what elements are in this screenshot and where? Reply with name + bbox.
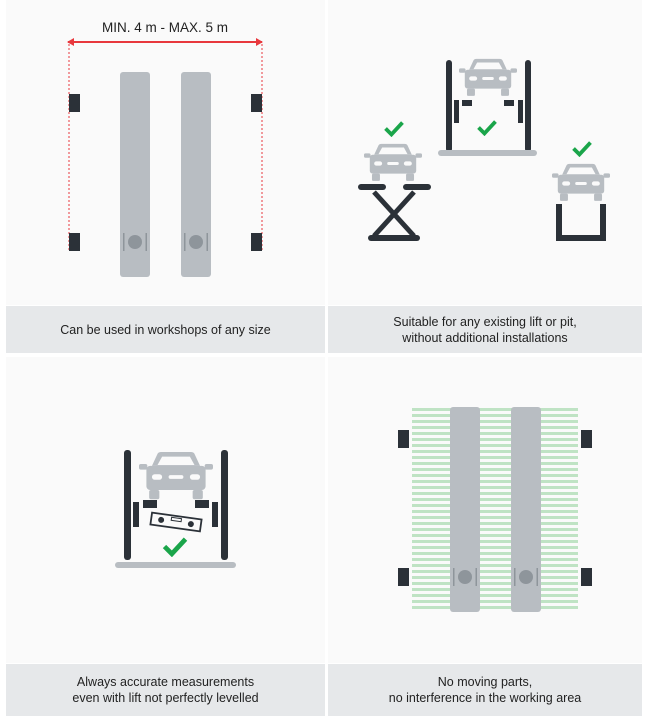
- caption-line: Always accurate measurements: [76, 675, 255, 689]
- working-area-hatch: [412, 405, 578, 612]
- runway-rail-icon: [120, 72, 150, 277]
- caption-line: Suitable for any existing lift or pit,: [393, 314, 577, 329]
- car-icon: [459, 58, 517, 96]
- sensor-block-icon: [69, 94, 80, 112]
- scissor-lift-icon: [358, 184, 386, 190]
- sensor-block-icon: [251, 94, 262, 112]
- sensor-block-icon: [581, 430, 592, 448]
- sensor-block-icon: [581, 568, 592, 586]
- car-icon: [552, 163, 610, 201]
- caption-line: No moving parts,: [437, 675, 533, 689]
- spirit-level-icon: [149, 511, 203, 533]
- sensor-block-icon: [398, 568, 409, 586]
- lift-post-icon: [124, 450, 131, 560]
- check-icon: [165, 539, 186, 554]
- lift-post-icon: [221, 450, 228, 560]
- panel-levelling: [6, 357, 325, 663]
- working-area-diagram: [398, 405, 592, 612]
- lift-post-icon: [446, 60, 452, 152]
- check-icon: [383, 120, 405, 137]
- car-icon: [364, 143, 422, 181]
- caption-line: even with lift not perfectly levelled: [72, 691, 259, 705]
- sensor-block-icon: [69, 233, 80, 251]
- runway-rail-icon: [181, 72, 211, 277]
- caption-lift-compatibility: Suitable for any existing lift or pit, w…: [328, 306, 642, 353]
- check-icon: [571, 140, 593, 157]
- dimension-diagram: [67, 38, 263, 277]
- levelling-diagram: [115, 450, 236, 568]
- sensor-block-icon: [398, 430, 409, 448]
- lift-types-diagram: [358, 58, 610, 241]
- car-icon: [139, 452, 213, 500]
- caption-line: without additional installations: [402, 330, 568, 345]
- caption-line: Can be used in workshops of any size: [60, 322, 271, 337]
- sensor-block-icon: [251, 233, 262, 251]
- caption-workshop-size: Can be used in workshops of any size: [6, 306, 325, 353]
- measurement-label: MIN. 4 m - MAX. 5 m: [101, 20, 228, 35]
- caption-working-area: No moving parts, no interference in the …: [328, 664, 642, 716]
- pit-icon: [556, 204, 606, 241]
- runway-rail-icon: [450, 407, 480, 612]
- runway-rail-icon: [511, 407, 541, 612]
- caption-line: no interference in the working area: [388, 691, 582, 705]
- caption-levelling: Always accurate measurements even with l…: [6, 664, 325, 716]
- lift-post-icon: [525, 60, 531, 152]
- check-icon: [476, 119, 498, 136]
- panel-workshop-size: [6, 0, 325, 305]
